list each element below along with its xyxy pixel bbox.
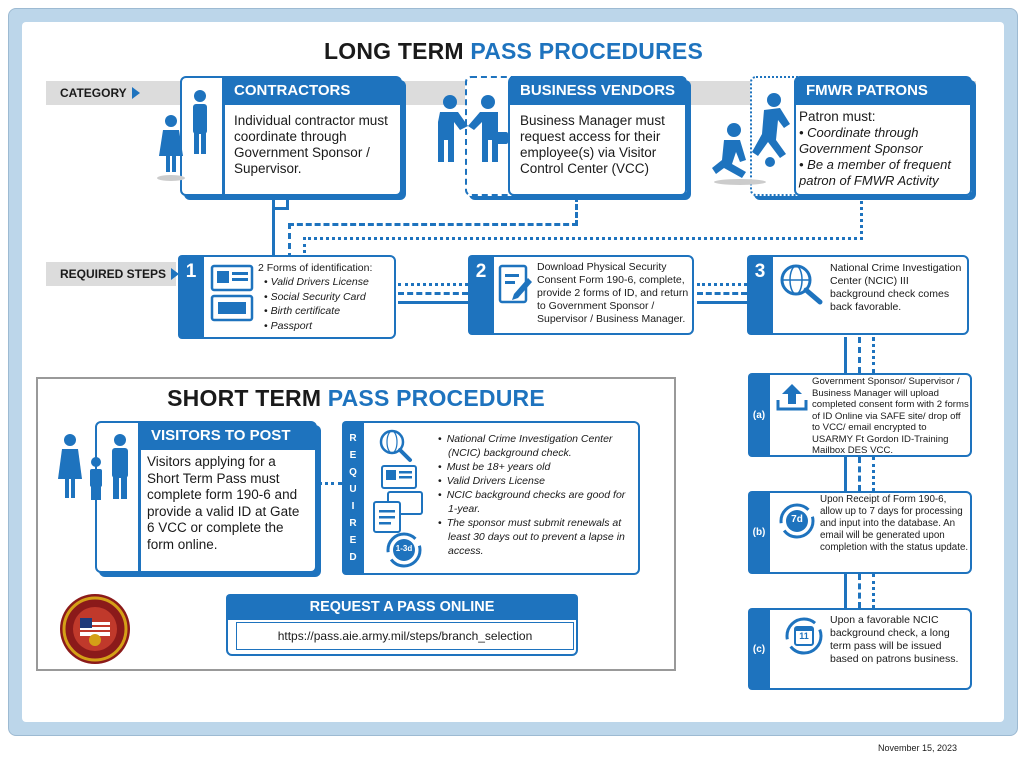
substep-b-label: (b)	[748, 491, 770, 574]
substep-c-label: (c)	[748, 608, 770, 690]
contractor-people-icon	[157, 90, 207, 181]
step-2-text: Download Physical Security Consent Form …	[537, 261, 689, 325]
title-blue: PASS PROCEDURES	[470, 38, 703, 64]
visitors-heading: VISITORS TO POST	[141, 422, 316, 450]
contractors-body: Individual contractor must coordinate th…	[234, 113, 388, 176]
vendors-body: Business Manager must request access for…	[520, 113, 665, 176]
fmwr-heading: FMWR PATRONS	[796, 77, 971, 105]
short-term-title: SHORT TERM PASS PROCEDURE	[167, 385, 545, 411]
search-globe-icon	[780, 264, 823, 305]
badge-7d: 7d	[791, 514, 803, 525]
category-label: CATEGORY	[46, 81, 140, 105]
substep-b-text: Upon Receipt of Form 190-6, allow up to …	[820, 494, 969, 553]
requirement-item: National Crime Investigation Center (NCI…	[447, 432, 634, 460]
required-icons	[373, 429, 423, 568]
step-3-number: 3	[747, 255, 773, 335]
request-pass-heading: REQUEST A PASS ONLINE	[226, 594, 578, 620]
substep-c-card	[748, 608, 972, 690]
substep-a-text: Government Sponsor/ Supervisor / Busines…	[812, 376, 969, 456]
steps-band	[46, 262, 176, 286]
id-card-small-icon	[381, 465, 417, 489]
requirement-item: Valid Drivers License	[447, 474, 634, 488]
title-dark: LONG TERM	[323, 38, 464, 64]
upload-icon	[776, 384, 808, 411]
step-3-card	[747, 255, 969, 335]
substep-c-text: Upon a favorable NCIC background check, …	[830, 614, 959, 665]
requirement-item: NCIC background checks are good for 1-ye…	[447, 488, 634, 516]
step-2-number: 2	[468, 255, 494, 335]
step-2-card	[468, 255, 694, 335]
vendors-heading: BUSINESS VENDORS	[510, 77, 686, 105]
requirement-item: Must be 18+ years old	[447, 460, 634, 474]
short-term-panel	[36, 377, 676, 671]
cycle-calendar-icon	[785, 617, 823, 655]
requirement-item: The sponsor must submit renewals at leas…	[447, 516, 634, 558]
id-cards-icon	[210, 264, 254, 322]
cycle-1-3d-icon	[386, 532, 422, 568]
family-icon	[58, 434, 128, 500]
request-pass-link[interactable]: https://pass.aie.army.mil/steps/branch_s…	[236, 622, 574, 650]
army-seal-logo	[60, 594, 130, 664]
handshake-icon	[438, 95, 508, 162]
requirements-list: National Crime Investigation Center (NCI…	[438, 432, 634, 558]
long-term-title: LONG TERM PASS PROCEDURES	[0, 38, 1027, 65]
required-steps-label: REQUIRED STEPS	[46, 262, 180, 286]
form-pencil-icon	[498, 264, 532, 304]
badge-1-3d: 1-3d	[395, 544, 413, 553]
soccer-players-icon	[712, 93, 790, 185]
contractors-heading: CONTRACTORS	[224, 77, 401, 105]
step-1-number: 1	[178, 255, 204, 339]
substep-a-card	[748, 373, 972, 457]
documents-icon	[373, 491, 423, 533]
cycle-7d-icon	[779, 503, 815, 539]
badge-11: 11	[799, 631, 809, 641]
step-1-text: 2 Forms of identification: Valid Drivers…	[258, 262, 394, 333]
search-globe-small-icon	[379, 429, 412, 462]
substep-a-label: (a)	[748, 373, 770, 457]
fmwr-body: Patron must: • Coordinate through Govern…	[799, 109, 951, 188]
date-footer: November 15, 2023	[878, 743, 958, 753]
visitors-body: Visitors applying for a Short Term Pass …	[147, 454, 300, 552]
step-3-text: National Crime Investigation Center (NCI…	[830, 262, 962, 313]
